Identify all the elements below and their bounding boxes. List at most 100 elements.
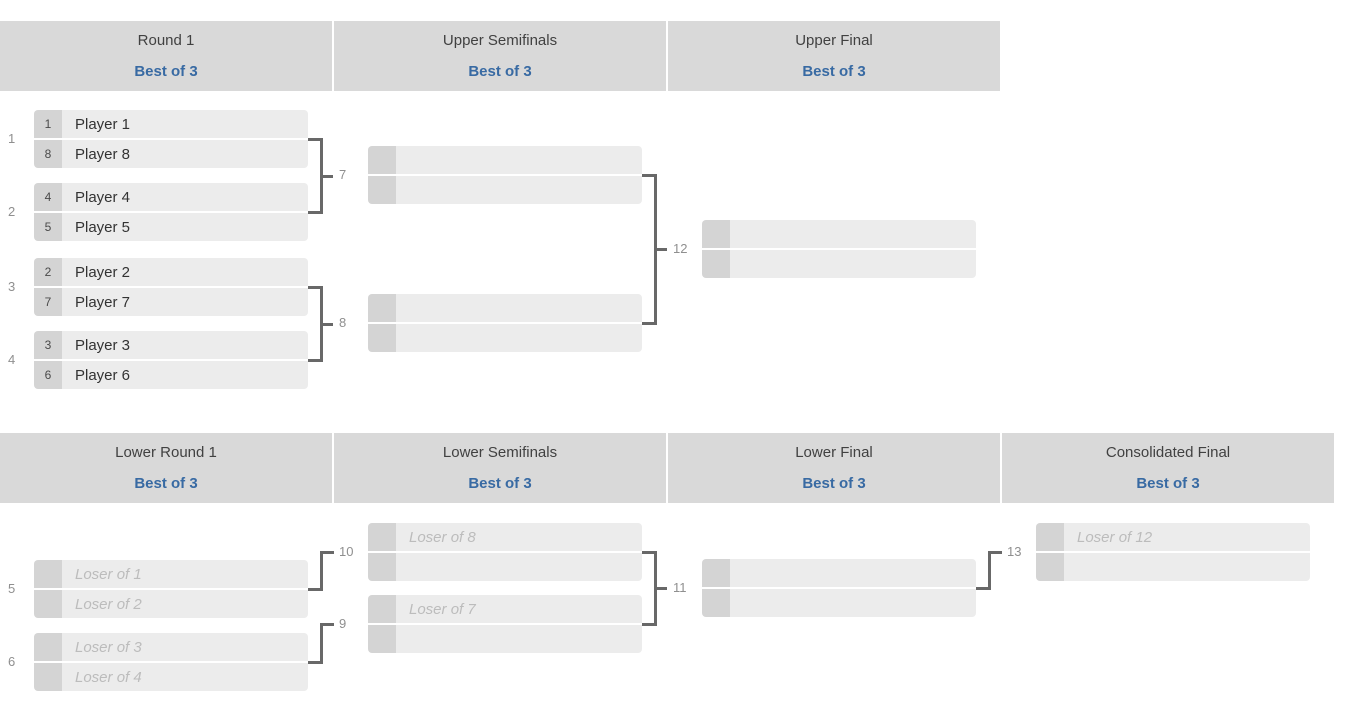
seed-cell — [368, 523, 396, 551]
match-13[interactable]: Loser of 12 — [1036, 523, 1310, 581]
round-best-of: Best of 3 — [802, 475, 866, 492]
seed-cell: 4 — [34, 183, 62, 211]
match-12[interactable] — [702, 220, 976, 278]
connector-line — [642, 322, 654, 325]
player-name: Player 5 — [62, 213, 308, 241]
round-best-of: Best of 3 — [468, 475, 532, 492]
player-name: Player 4 — [62, 183, 308, 211]
seed-cell: 8 — [34, 140, 62, 168]
connector-line — [308, 138, 320, 141]
placeholder-text: Loser of 7 — [396, 595, 642, 623]
match-10-slot-2 — [368, 553, 642, 581]
match-10[interactable]: Loser of 8 — [368, 523, 642, 581]
connector-line — [308, 211, 320, 214]
round-title: Upper Semifinals — [442, 32, 558, 49]
match-11-slot-2 — [702, 589, 976, 617]
seed-cell — [368, 553, 396, 581]
seed-cell — [702, 250, 730, 278]
match-9[interactable]: Loser of 7 — [368, 595, 642, 653]
seed-cell: 1 — [34, 110, 62, 138]
player-name — [730, 220, 976, 248]
connector-line — [320, 551, 323, 591]
player-name: Player 1 — [62, 110, 308, 138]
round-title: Lower Semifinals — [442, 444, 558, 461]
connector-line — [642, 623, 654, 626]
player-name — [396, 146, 642, 174]
connector-line — [323, 322, 333, 326]
match-5-slot-2: Loser of 2 — [34, 590, 308, 618]
player-name: Player 7 — [62, 288, 308, 316]
seed-cell — [34, 663, 62, 691]
connector-line — [320, 138, 323, 214]
seed-cell: 2 — [34, 258, 62, 286]
connector-line — [323, 174, 333, 178]
round-best-of: Best of 3 — [134, 63, 198, 80]
match-7[interactable] — [368, 146, 642, 204]
match-number-6: 6 — [8, 654, 16, 669]
match-5-slot-1: Loser of 1 — [34, 560, 308, 588]
seed-cell — [368, 294, 396, 322]
connector-line — [320, 623, 323, 664]
placeholder-text: Loser of 3 — [62, 633, 308, 661]
match-number-1: 1 — [8, 131, 16, 146]
match-number-5: 5 — [8, 581, 16, 596]
match-10-slot-1: Loser of 8 — [368, 523, 642, 551]
connector-line — [976, 587, 991, 590]
match-8[interactable] — [368, 294, 642, 352]
seed-cell — [368, 324, 396, 352]
match-6-slot-2: Loser of 4 — [34, 663, 308, 691]
match-13-slot-1: Loser of 12 — [1036, 523, 1310, 551]
connector-line — [657, 248, 667, 251]
connector-line — [323, 623, 334, 626]
round-best-of: Best of 3 — [468, 63, 532, 80]
seed-cell — [702, 589, 730, 617]
placeholder-text: Loser of 2 — [62, 590, 308, 618]
player-name: Player 8 — [62, 140, 308, 168]
seed-cell — [1036, 553, 1064, 581]
match-12-slot-2 — [702, 250, 976, 278]
match-8-slot-1 — [368, 294, 642, 322]
round-best-of: Best of 3 — [802, 63, 866, 80]
match-9-slot-1: Loser of 7 — [368, 595, 642, 623]
header-upper-semifinals: Upper Semifinals Best of 3 — [334, 21, 666, 91]
connector-line — [991, 551, 1002, 554]
match-number-13: 13 — [1007, 544, 1022, 559]
placeholder-text: Loser of 1 — [62, 560, 308, 588]
player-name — [396, 553, 642, 581]
connector-line — [308, 286, 320, 289]
player-name — [730, 589, 976, 617]
placeholder-text: Loser of 8 — [396, 523, 642, 551]
match-7-slot-2 — [368, 176, 642, 204]
player-name — [1064, 553, 1310, 581]
round-title: Upper Final — [795, 32, 873, 49]
header-consolidated-final: Consolidated Final Best of 3 — [1002, 433, 1334, 503]
connector-line — [657, 587, 667, 590]
match-number-11: 11 — [673, 580, 687, 595]
round-title: Lower Final — [795, 444, 873, 461]
connector-line — [323, 551, 334, 554]
match-11[interactable] — [702, 559, 976, 617]
seed-cell — [702, 220, 730, 248]
match-9-slot-2 — [368, 625, 642, 653]
connector-line — [308, 588, 323, 591]
seed-cell — [368, 625, 396, 653]
player-name — [396, 176, 642, 204]
seed-cell — [368, 595, 396, 623]
player-name: Player 6 — [62, 361, 308, 389]
player-name: Player 3 — [62, 331, 308, 359]
match-number-12: 12 — [673, 241, 688, 256]
match-number-7: 7 — [339, 167, 347, 182]
